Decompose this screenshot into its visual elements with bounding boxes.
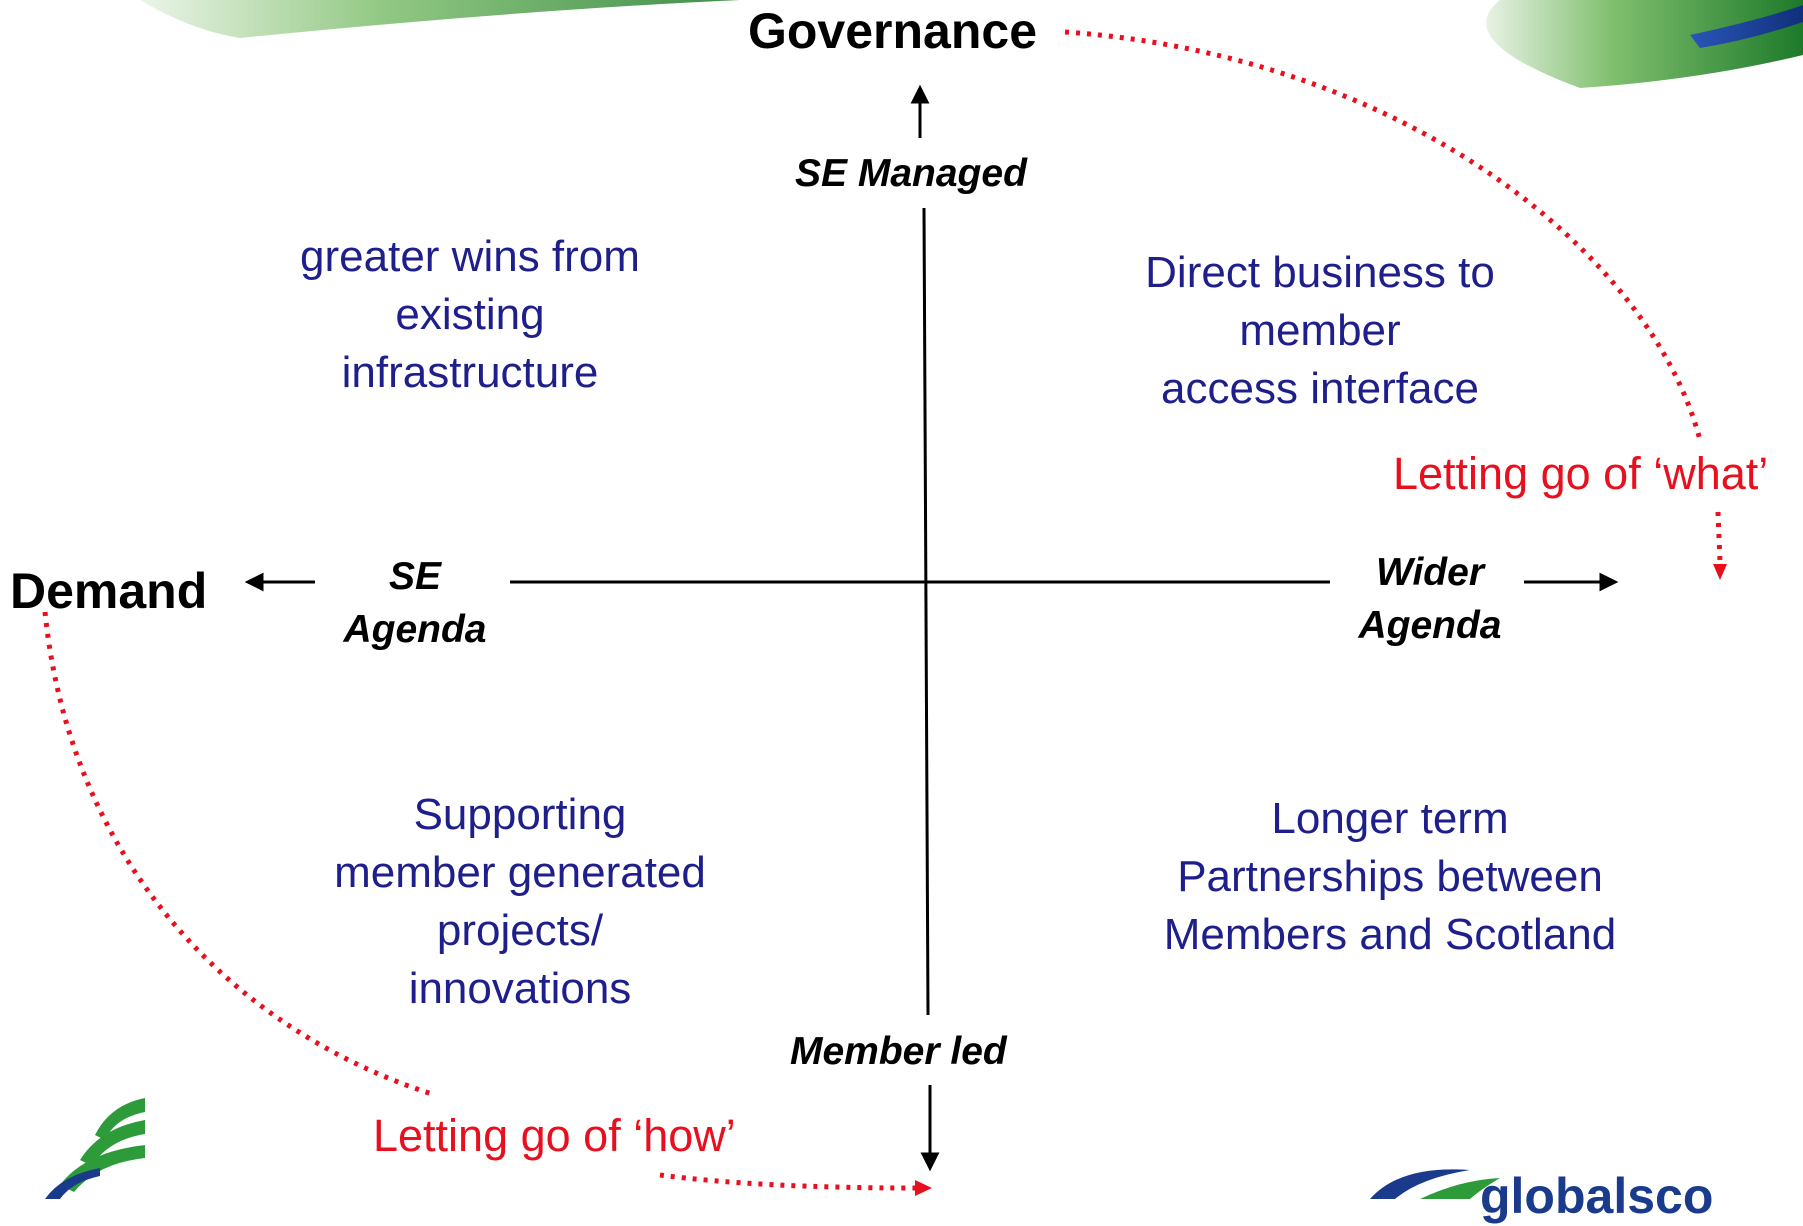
horizontal-axis: [244, 572, 1619, 592]
quadrant-bottom-right-line-2: Partnerships between: [1177, 852, 1603, 901]
letting-go-what-arrow: [1064, 29, 1723, 563]
quadrant-bottom-left-line-3: projects/: [436, 906, 604, 955]
quadrant-bottom-left-line-4: innovations: [408, 964, 632, 1013]
axis-label-wider-agenda: Wider Agenda: [1330, 546, 1530, 652]
quadrant-top-right-line-2: member: [1239, 306, 1401, 355]
globalscot-logo-text: globalsco: [1480, 1168, 1714, 1224]
axis-label-member-led: Member led: [790, 1030, 1007, 1073]
quadrant-top-left: greater wins from existing infrastructur…: [220, 228, 720, 402]
quadrant-bottom-left: Supporting member generated projects/ in…: [270, 786, 770, 1018]
banner-swoosh-left: [140, 0, 740, 38]
letting-go-how-label: Letting go of ‘how’: [373, 1110, 736, 1161]
banner-swoosh-right-blue: [1690, 5, 1803, 48]
axis-label-se-agenda-line-1: SE: [388, 555, 442, 598]
axis-label-wider-agenda-line-2: Agenda: [1358, 604, 1502, 647]
governance-title: Governance: [748, 3, 1038, 59]
letting-go-what-label: Letting go of ‘what’: [1393, 448, 1769, 499]
banner-swoosh-right: [1486, 0, 1803, 88]
quadrant-bottom-right-line-1: Longer term: [1271, 794, 1509, 843]
letting-go-what-arrowhead: [1713, 564, 1727, 580]
letting-go-how-arrowhead: [915, 1180, 932, 1196]
globalscot-logo-swoosh-icon: [1370, 1169, 1470, 1199]
quadrant-top-left-line-3: infrastructure: [341, 348, 599, 397]
quadrant-top-right-line-1: Direct business to: [1145, 248, 1495, 297]
quadrant-top-right: Direct business to member access interfa…: [1070, 244, 1570, 418]
vertical-axis: [910, 84, 940, 1172]
quadrant-bottom-left-line-2: member generated: [334, 848, 706, 897]
organisation-logo-icon: [45, 1098, 145, 1199]
globalscot-logo-leaf-icon: [1420, 1178, 1500, 1199]
axis-label-se-agenda-line-2: Agenda: [343, 608, 487, 651]
axis-label-wider-agenda-line-1: Wider: [1376, 551, 1484, 594]
demand-title: Demand: [10, 563, 208, 619]
axis-label-se-managed: SE Managed: [795, 152, 1027, 195]
diagram-canvas: [42, 0, 1803, 1199]
quadrant-bottom-right-line-3: Members and Scotland: [1163, 910, 1617, 959]
quadrant-bottom-right: Longer term Partnerships between Members…: [1120, 790, 1660, 964]
quadrant-top-left-line-1: greater wins from: [300, 232, 640, 281]
axis-label-se-agenda: SE Agenda: [315, 550, 515, 656]
quadrant-top-left-line-2: existing: [395, 290, 545, 339]
quadrant-bottom-left-line-1: Supporting: [413, 790, 627, 839]
quadrant-top-right-line-3: access interface: [1161, 364, 1479, 413]
letting-go-how-arrow: [42, 611, 916, 1191]
